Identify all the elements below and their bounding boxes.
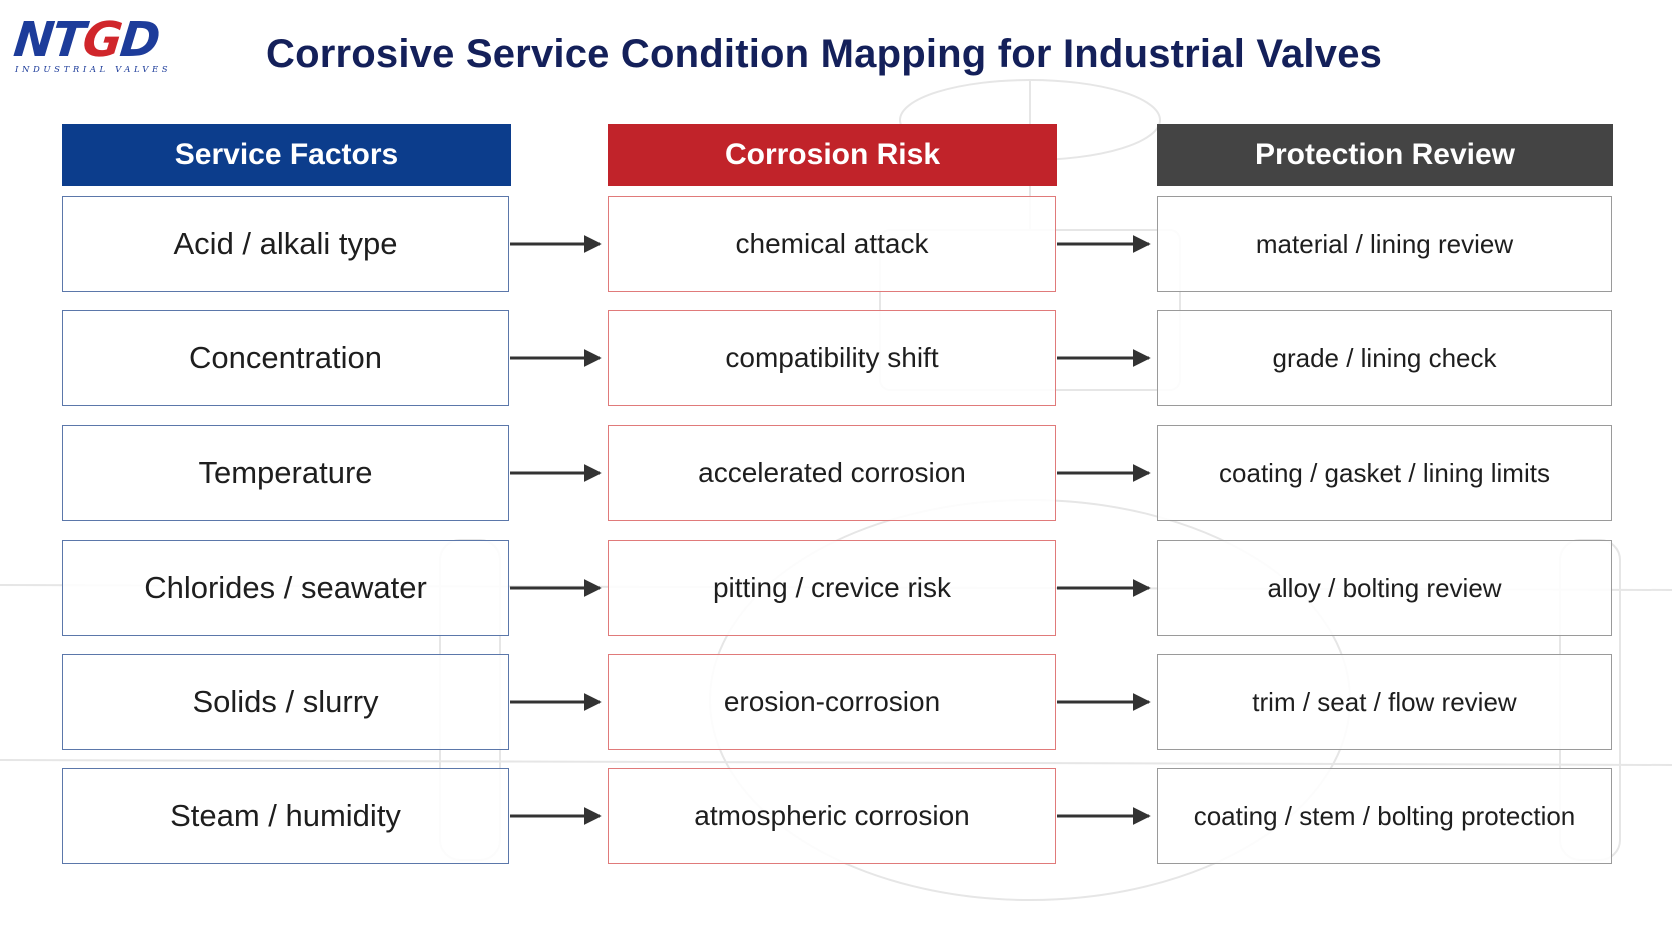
logo-mark: NTGD [11,12,186,68]
logo-subtitle: INDUSTRIAL VALVES [15,65,172,75]
page-title: Corrosive Service Condition Mapping for … [266,32,1383,76]
factor-box: Steam / humidity [62,768,509,864]
factor-box: Acid / alkali type [62,196,509,292]
risk-box: erosion-corrosion [608,654,1056,750]
header-corrosion-risk: Corrosion Risk [608,124,1057,186]
header-protection-review: Protection Review [1157,124,1613,186]
company-logo: NTGD INDUSTRIAL VALVES [11,12,186,76]
review-box: grade / lining check [1157,310,1612,406]
risk-box: accelerated corrosion [608,425,1056,521]
factor-box: Concentration [62,310,509,406]
logo-mark-right: D [117,12,162,68]
risk-box: atmospheric corrosion [608,768,1056,864]
factor-box: Chlorides / seawater [62,540,509,636]
logo-mark-left: NT [11,12,86,68]
risk-box: pitting / crevice risk [608,540,1056,636]
header-service-factors: Service Factors [62,124,511,186]
review-box: trim / seat / flow review [1157,654,1612,750]
risk-box: compatibility shift [608,310,1056,406]
review-box: coating / gasket / lining limits [1157,425,1612,521]
review-box: coating / stem / bolting protection [1157,768,1612,864]
review-box: material / lining review [1157,196,1612,292]
risk-box: chemical attack [608,196,1056,292]
factor-box: Temperature [62,425,509,521]
logo-mark-mid: G [79,12,124,68]
factor-box: Solids / slurry [62,654,509,750]
review-box: alloy / bolting review [1157,540,1612,636]
